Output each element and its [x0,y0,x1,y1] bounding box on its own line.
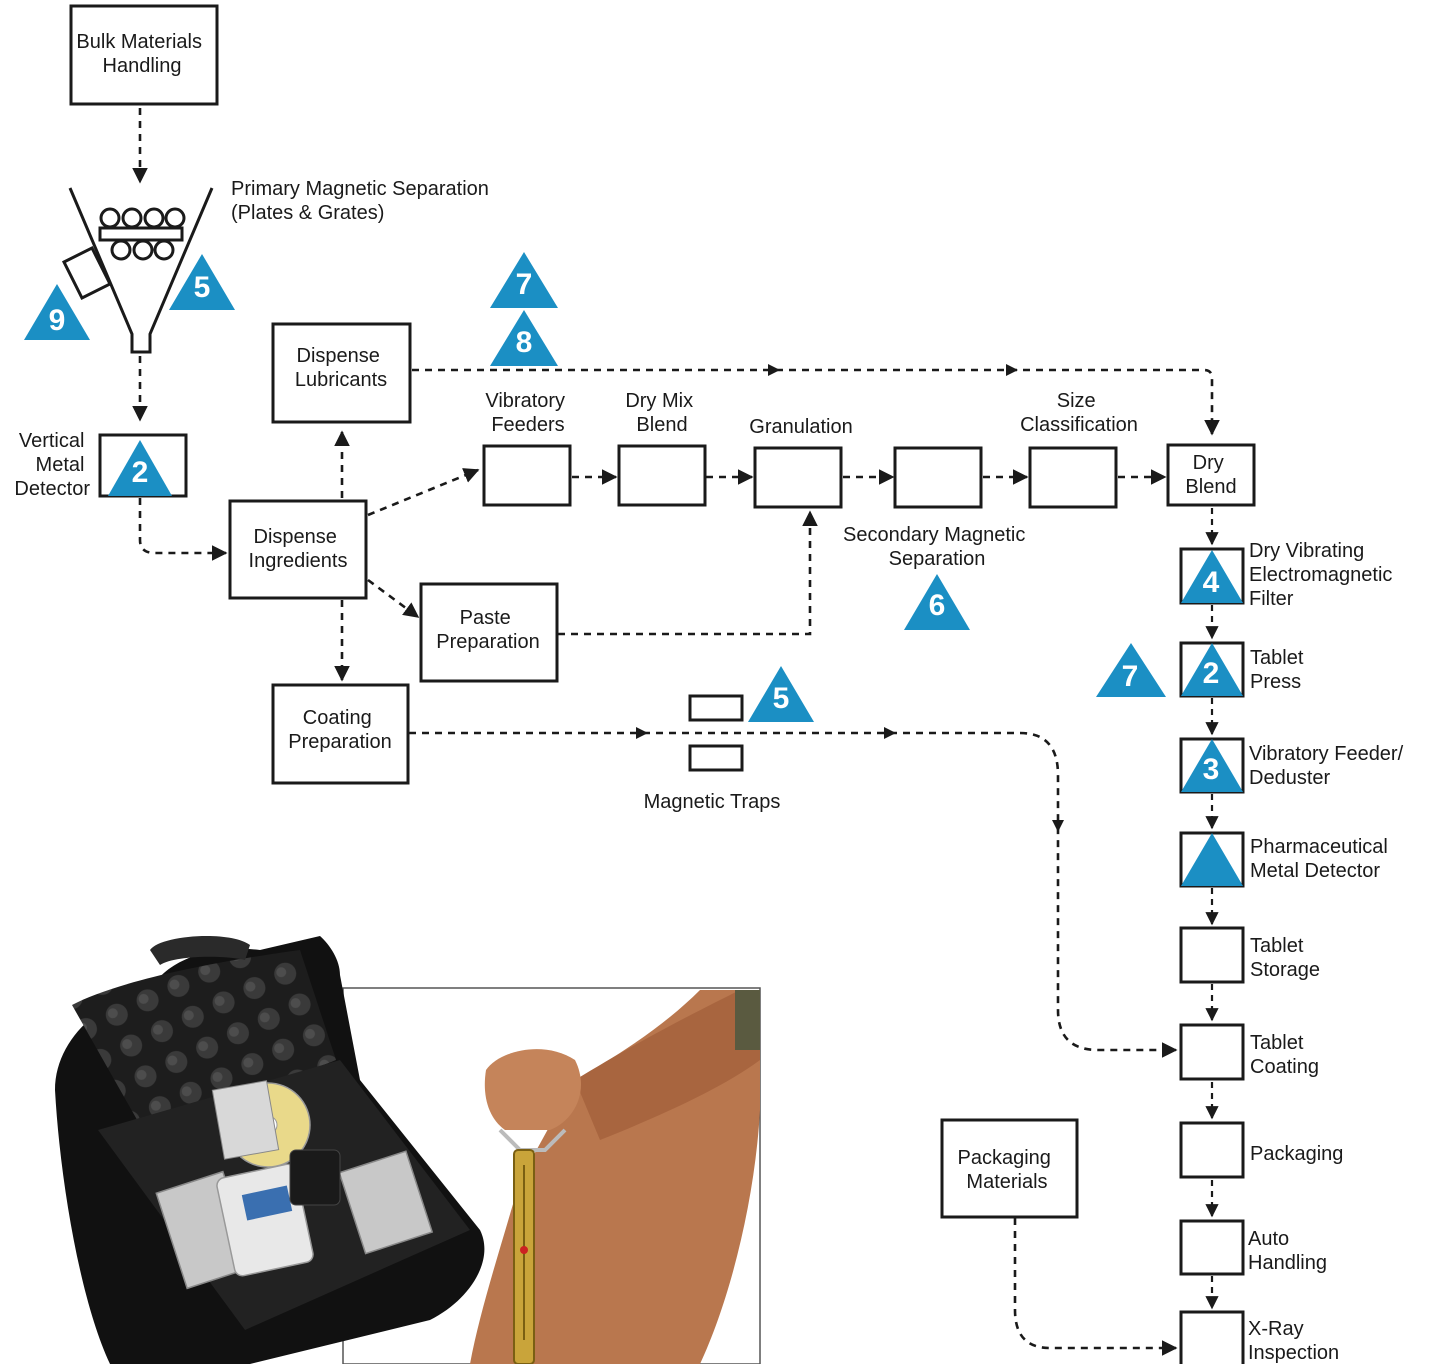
magnetic-trap-top [688,694,744,722]
tablet-storage-box [1179,926,1245,984]
flow-connectors [132,108,1220,1356]
marker-triangle-5-hopper [169,254,235,310]
packaging-box [1179,1121,1245,1179]
tablet-coating-box [1179,1023,1245,1081]
marker-triangle-7-top [490,252,558,308]
vibratory-feeder-deduster-label: Vibratory Feeder/ Deduster [1249,743,1409,789]
marker-triangle-8-top [490,310,558,366]
vibratory-feeders-label: Vibratory Feeders [485,390,570,436]
coating-preparation-label: Coating Preparation [288,707,391,753]
dispense-ingredients-label: Dispense Ingredients [249,526,348,572]
auto-handling-box [1179,1219,1245,1276]
granulation-label: Granulation [749,416,852,438]
tablet-storage-label: Tablet Storage [1250,935,1320,981]
dry-mix-blend-box [617,444,707,507]
marker-triangle-2-detector [108,440,172,496]
xray-inspection-box [1179,1310,1245,1364]
pull-gauge-icon [498,1128,567,1364]
xray-inspection-label: X-Ray Inspection [1248,1318,1339,1364]
secondary-magnetic-separation-label: Secondary Magnetic Separation [843,524,1031,570]
pharmaceutical-detector-triangle-icon [1181,833,1243,886]
granulation-box [753,446,843,509]
marker-6-label: 6 [929,589,946,622]
marker-9-label: 9 [49,304,66,337]
marker-8-top-label: 8 [516,326,533,359]
marker-triangle-4 [1181,550,1243,603]
marker-triangle-6 [904,574,970,630]
magnetic-traps-label: Magnetic Traps [644,791,781,813]
marker-triangle-5-traps [748,666,814,722]
packaging-label: Packaging [1250,1143,1343,1165]
tablet-coating-label: Tablet Coating [1250,1032,1319,1078]
bulk-materials-handling-label: Bulk Materials Handling [76,31,207,77]
dispense-lubricants-box [271,322,412,424]
marker-3-label: 3 [1203,753,1220,786]
size-classification-box [1028,446,1118,509]
dispense-ingredients-box [228,499,368,600]
marker-triangle-9 [24,284,90,340]
marker-2-press-label: 2 [1203,657,1220,690]
tablet-press-label: Tablet Press [1250,647,1309,693]
marker-triangle-3 [1181,739,1243,792]
primary-magnetic-separation-label: Primary Magnetic Separation (Plates & Gr… [231,178,494,224]
arm-hand-icon [470,990,760,1364]
marker-7-press-label: 7 [1122,660,1139,693]
dry-mix-blend-label: Dry Mix Blend [625,390,698,436]
vibratory-feeders-box [482,444,572,507]
marker-4-label: 4 [1203,566,1220,599]
marker-triangle-7-press [1096,643,1166,697]
bulk-materials-handling-box [69,4,219,106]
marker-5-traps-label: 5 [773,682,790,715]
size-classification-label: Size Classification [1020,390,1138,436]
marker-2-detector-label: 2 [132,456,149,489]
dry-blend-box [1166,443,1256,507]
coating-preparation-box [271,683,410,785]
product-photo [55,935,761,1364]
secondary-separation-box [893,446,983,509]
marker-triangle-2-press [1181,643,1243,696]
pharmaceutical-metal-detector-label: Pharmaceutical Metal Detector [1250,836,1393,882]
dry-blend-label: Dry Blend [1185,452,1236,498]
paste-preparation-label: Paste Preparation [436,607,539,653]
magnetic-trap-bottom [688,744,744,772]
marker-5-hopper-label: 5 [194,271,211,304]
paste-preparation-box [419,582,559,683]
marker-7-top-label: 7 [516,268,533,301]
test-kit-case-icon [55,935,485,1364]
auto-handling-label: Auto Handling [1248,1228,1327,1274]
dry-vibrating-filter-label: Dry Vibrating Electromagnetic Filter [1249,540,1398,610]
packaging-materials-box [940,1118,1079,1219]
hopper-icon [61,187,214,354]
vertical-metal-detector-label: Vertical Metal Detector [14,430,90,500]
dispense-lubricants-label: Dispense Lubricants [295,345,387,391]
packaging-materials-label: Packaging Materials [958,1147,1057,1193]
